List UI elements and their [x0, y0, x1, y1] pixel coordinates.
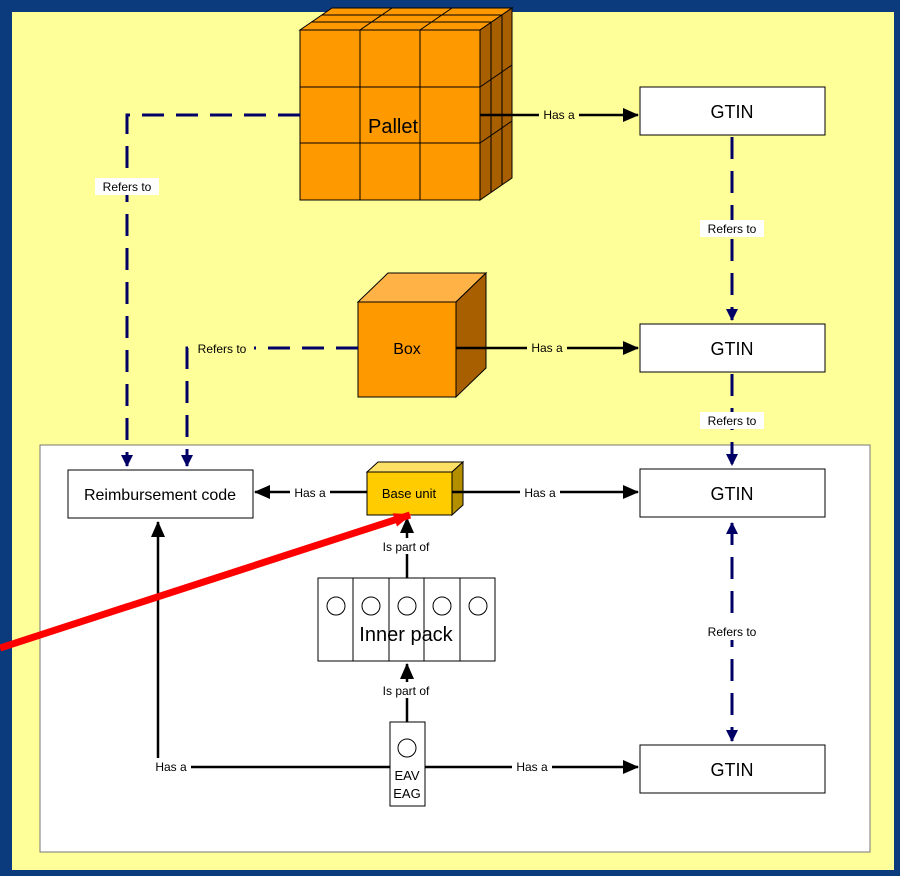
inner-pack-shape [317, 577, 496, 662]
pallet-refers-reimbursement-arrow [121, 113, 300, 467]
label-inner-part-of-base: Is part of [383, 540, 430, 554]
reimbursement-code-label: Reimbursement code [84, 487, 236, 504]
gtin-pallet-box [639, 86, 826, 136]
label-box-refers-reimbursement: Refers to [198, 342, 247, 356]
gtin-base-box [639, 468, 826, 518]
box-refers-reimbursement-arrow [181, 346, 358, 467]
gtin-base-label: GTIN [711, 484, 754, 504]
gtin-eav-label: GTIN [711, 760, 754, 780]
label-gtin-box-refers-gtin-base: Refers to [708, 414, 757, 428]
label-base-has-gtin: Has a [524, 486, 556, 500]
gtin-box-label: GTIN [711, 339, 754, 359]
label-eav-part-of-inner: Is part of [383, 684, 430, 698]
label-base-has-reimbursement: Has a [294, 486, 326, 500]
pallet-label: Pallet [368, 116, 418, 138]
gtin-pallet-label: GTIN [711, 102, 754, 122]
label-gtin-pallet-refers-gtin-box: Refers to [708, 222, 757, 236]
eag-label: EAG [393, 786, 420, 801]
base-unit-label: Base unit [382, 486, 437, 501]
label-eav-has-reimbursement: Has a [155, 760, 187, 774]
red-pointer-arrow [0, 511, 412, 652]
label-pallet-has-gtin: Has a [543, 108, 575, 122]
pallet-cube [298, 7, 514, 201]
box-cube [356, 271, 488, 399]
edge-labels: Has a Has a Has a Has a Has a Has a Is p… [95, 106, 764, 774]
eav-label: EAV [394, 768, 419, 783]
gtin-eav-box [639, 744, 826, 794]
label-box-has-gtin: Has a [531, 341, 563, 355]
base-unit-cube [365, 460, 465, 517]
label-pallet-refers-reimbursement: Refers to [103, 180, 152, 194]
label-eav-has-gtin: Has a [516, 760, 548, 774]
inner-pack-label: Inner pack [359, 624, 453, 646]
eav-unit-shape [389, 721, 426, 807]
box-label: Box [393, 341, 421, 358]
reimbursement-code-box [67, 469, 254, 519]
gtin-box-box [639, 323, 826, 373]
label-gtin-base-refers-gtin-eav: Refers to [708, 625, 757, 639]
